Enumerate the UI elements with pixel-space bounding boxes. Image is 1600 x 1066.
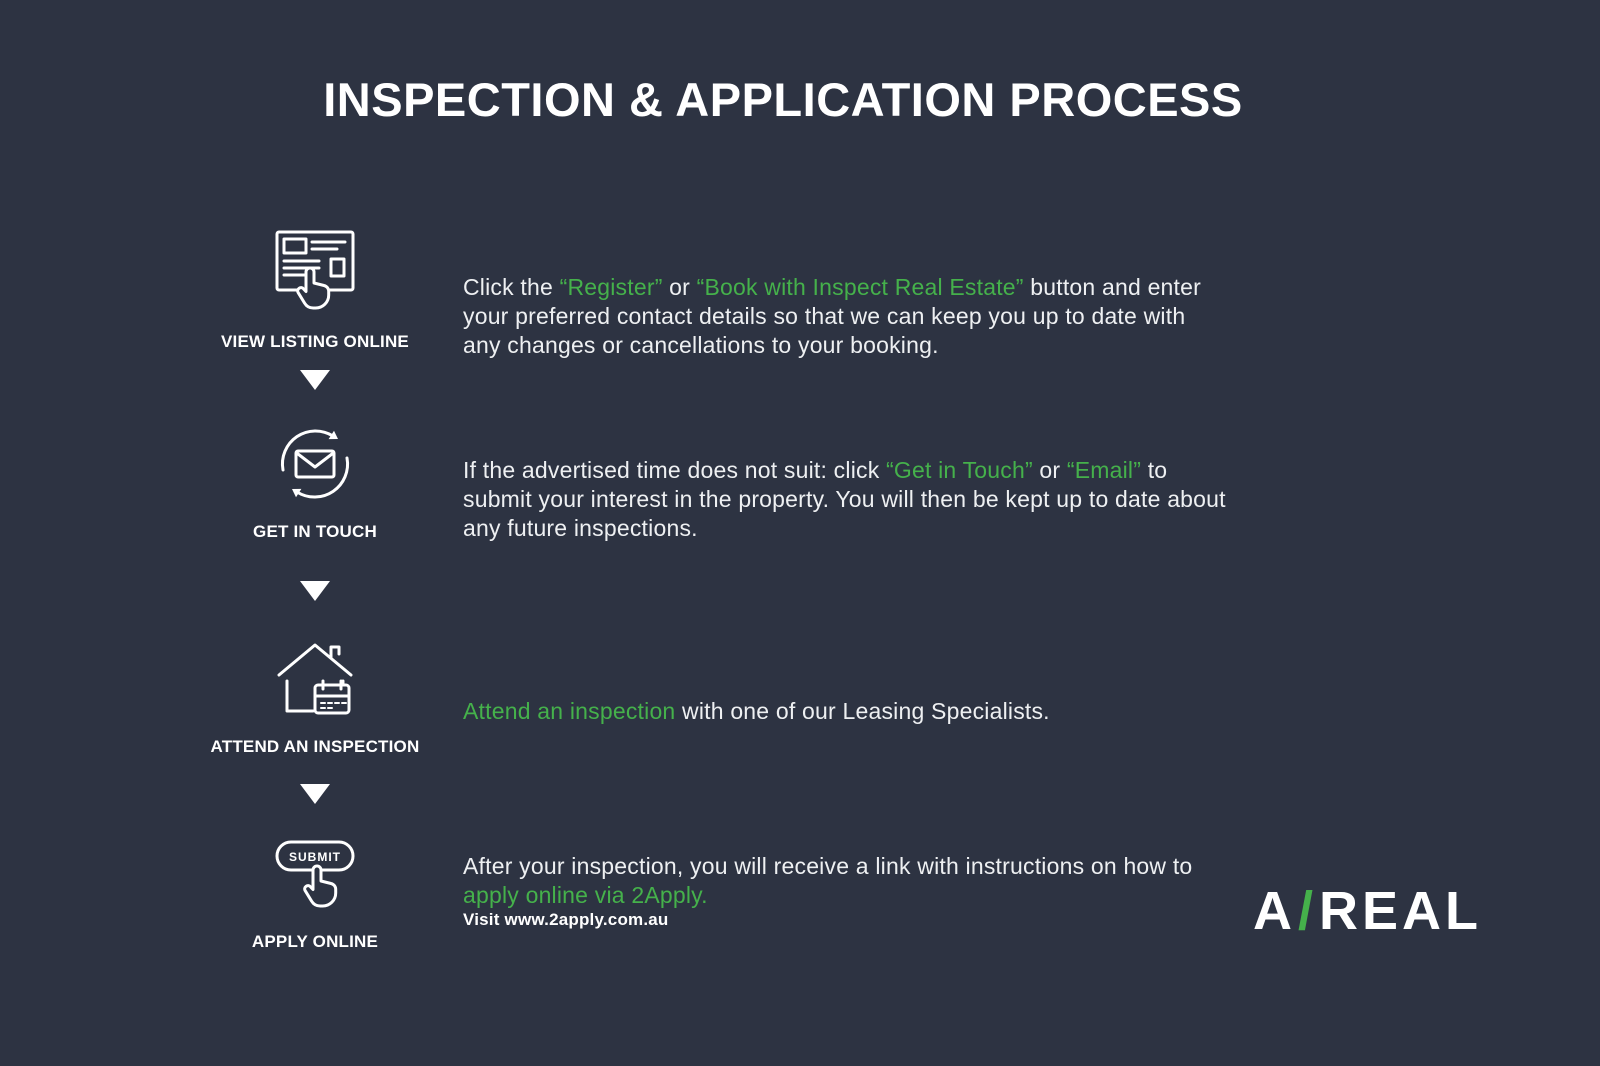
step-label-apply-online: APPLY ONLINE xyxy=(251,932,379,951)
step1-text: or xyxy=(662,274,697,300)
submit-button-label: SUBMIT xyxy=(289,850,341,864)
step-get-in-touch: GET IN TOUCH xyxy=(165,418,465,542)
step-attend-an-inspection: ATTEND AN INSPECTION xyxy=(165,633,465,757)
house-calendar-icon xyxy=(277,643,353,715)
down-arrow-icon xyxy=(300,784,330,804)
listing-browser-cursor-icon xyxy=(275,230,355,310)
step-label-view-listing-online: VIEW LISTING ONLINE xyxy=(221,332,409,351)
logo-word-real: REAL xyxy=(1319,881,1482,941)
step2-email-highlight: “Email” xyxy=(1066,457,1142,483)
step-apply-online: SUBMIT APPLY ONLINE xyxy=(165,838,465,952)
step3-text: with one of our Leasing Specialists. xyxy=(675,698,1050,724)
step1-description: Click the “Register” or “Book with Inspe… xyxy=(463,273,1228,360)
logo-letter-a: A xyxy=(1252,881,1296,941)
visit-2apply-note: Visit www.2apply.com.au xyxy=(463,910,669,929)
step4-apply-online-highlight: apply online via 2Apply. xyxy=(463,882,708,908)
step2-get-in-touch-highlight: “Get in Touch” xyxy=(886,457,1033,483)
step1-text: Click the xyxy=(463,274,560,300)
step2-description: If the advertised time does not suit: cl… xyxy=(463,456,1228,543)
down-arrow-icon xyxy=(300,370,330,390)
areal-logo: A / REAL xyxy=(1253,884,1482,938)
step1-book-highlight: “Book with Inspect Real Estate” xyxy=(696,274,1024,300)
step1-text: button and enter your preferred contact … xyxy=(463,274,1201,358)
step2-text: to submit your interest in the property.… xyxy=(463,457,1226,541)
step3-attend-highlight: Attend an inspection xyxy=(463,698,676,724)
step-label-get-in-touch: GET IN TOUCH xyxy=(253,522,377,541)
submit-button-cursor-icon: SUBMIT xyxy=(275,840,355,908)
step4-description: After your inspection, you will receive … xyxy=(463,852,1228,910)
step1-register-highlight: “Register” xyxy=(559,274,663,300)
step-view-listing-online: VIEW LISTING ONLINE xyxy=(165,228,465,352)
down-arrow-icon xyxy=(300,581,330,601)
envelope-refresh-icon xyxy=(280,429,350,499)
step2-text: or xyxy=(1032,457,1067,483)
step4-text: After your inspection, you will receive … xyxy=(463,853,1193,879)
logo-green-slash: / xyxy=(1297,881,1317,941)
step3-description: Attend an inspection with one of our Lea… xyxy=(463,697,1228,726)
step-label-attend-an-inspection: ATTEND AN INSPECTION xyxy=(210,737,420,756)
page-title: INSPECTION & APPLICATION PROCESS xyxy=(323,73,1243,126)
step2-text: If the advertised time does not suit: cl… xyxy=(463,457,886,483)
